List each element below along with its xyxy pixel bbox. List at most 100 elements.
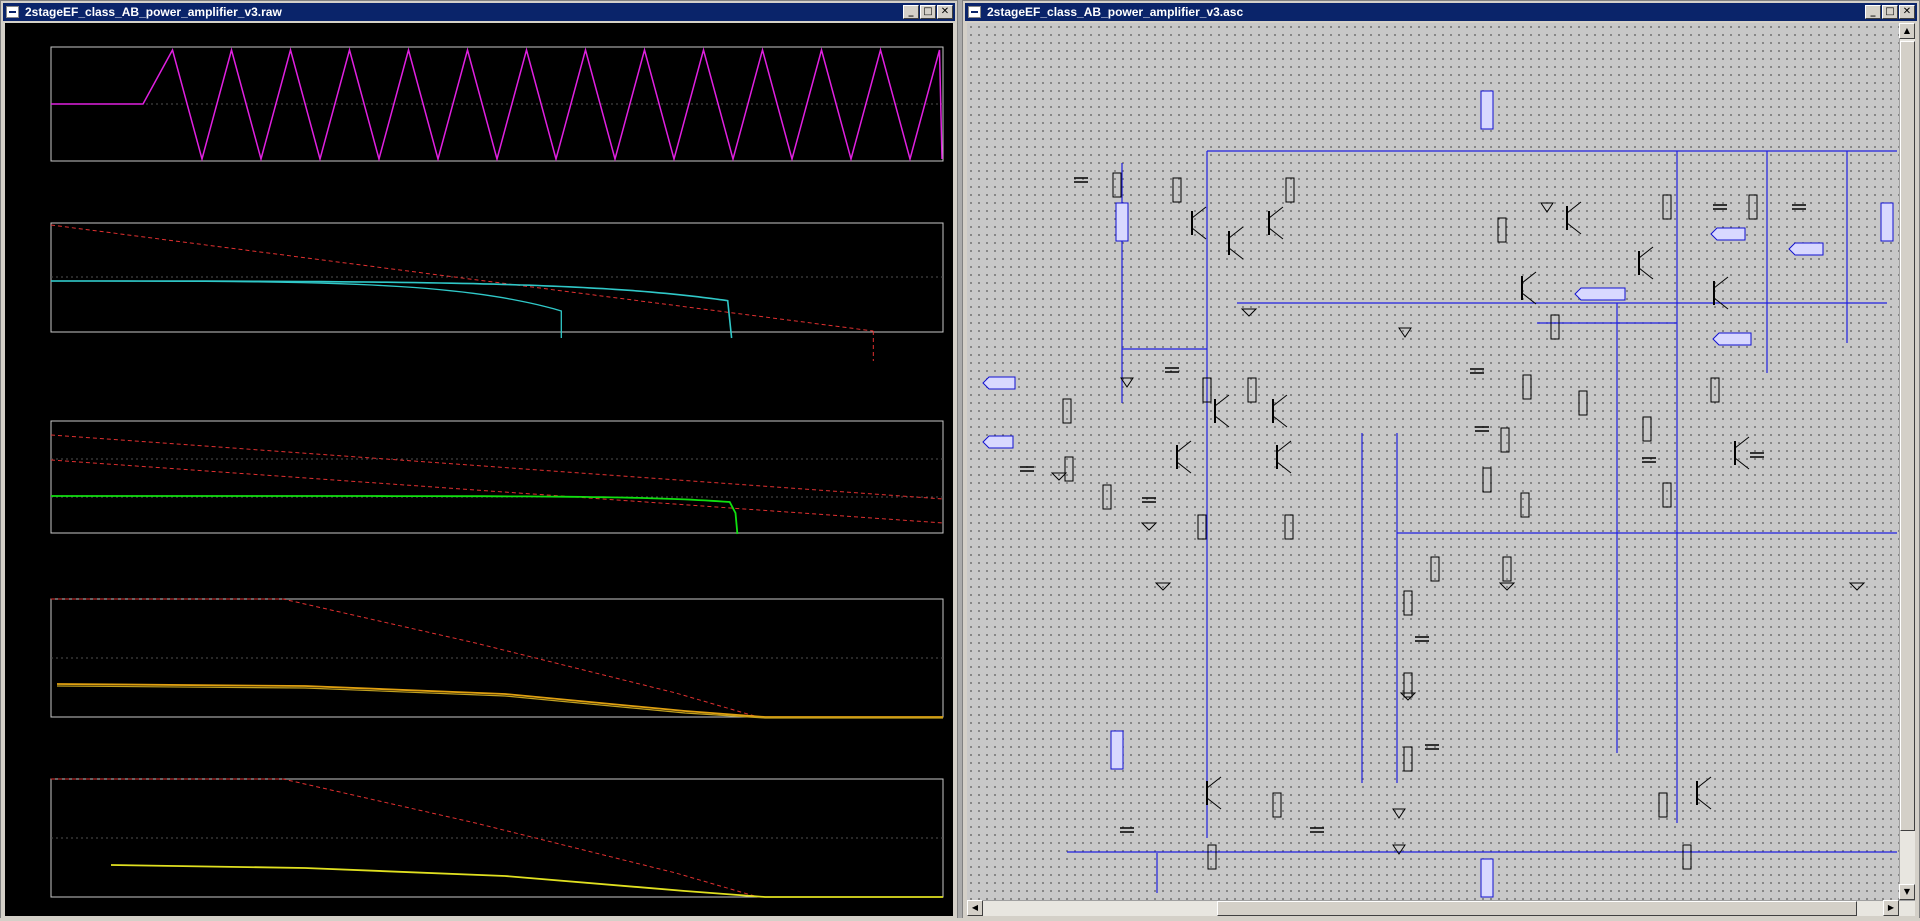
schematic-drawing xyxy=(982,90,1897,898)
close-button[interactable]: ✕ xyxy=(1899,5,1915,19)
vmix-label-flag xyxy=(982,376,1016,390)
scroll-right-arrow-icon[interactable]: ▶ xyxy=(1883,900,1899,916)
output-current-trace xyxy=(56,685,943,719)
close-button[interactable]: ✕ xyxy=(937,5,953,19)
schematic-window[interactable]: 2stageEF_class_AB_power_amplifier_v3.asc… xyxy=(962,0,1920,921)
transistor-symbol xyxy=(1206,797,1222,810)
resistor-symbol xyxy=(1284,514,1294,540)
resistor-symbol xyxy=(1502,556,1512,582)
transistor-symbol xyxy=(1191,206,1207,219)
ground-symbol xyxy=(1140,522,1158,531)
resistor-symbol xyxy=(1497,217,1507,243)
scroll-up-arrow-icon[interactable]: ▲ xyxy=(1899,23,1915,39)
plot2-frame xyxy=(50,420,944,534)
schematic-app-icon xyxy=(968,6,981,18)
pwrgnd-label-flag xyxy=(1574,287,1626,301)
load-current-trace xyxy=(51,47,943,162)
vertical-scroll-thumb[interactable] xyxy=(1900,41,1915,831)
transistor-symbol xyxy=(1276,440,1292,453)
transistor-symbol xyxy=(1521,292,1537,305)
transistor-symbol xyxy=(1734,457,1750,470)
resistor-symbol xyxy=(1662,482,1672,508)
resistor-symbol xyxy=(1710,377,1720,403)
resistor-symbol xyxy=(1403,672,1413,698)
resistor-symbol xyxy=(1578,390,1588,416)
ground-symbol xyxy=(1240,308,1258,317)
pwrgnd-label-flag xyxy=(1880,202,1894,242)
output-current-trace xyxy=(56,683,943,718)
horizontal-scrollbar[interactable]: ◀ ▶ xyxy=(967,900,1915,916)
transistor-symbol xyxy=(1191,227,1207,240)
transistor-symbol xyxy=(1638,267,1654,280)
waveform-title: 2stageEF_class_AB_power_amplifier_v3.raw xyxy=(25,5,282,19)
bottom-edge xyxy=(0,918,1920,921)
resistor-symbol xyxy=(1272,792,1282,818)
resistor-symbol xyxy=(1112,172,1122,198)
resistor-symbol xyxy=(1207,844,1217,870)
resistor-symbol xyxy=(1202,377,1212,403)
schematic-canvas[interactable]: ▲ ▼ ◀ ▶ xyxy=(967,23,1915,916)
resistor-symbol xyxy=(1064,456,1074,482)
minimize-button[interactable]: _ xyxy=(1865,5,1881,19)
transistor-symbol xyxy=(1268,227,1284,240)
soa-limit-line xyxy=(50,224,874,332)
transistor-symbol xyxy=(1206,776,1222,789)
transistor-symbol xyxy=(1696,776,1712,789)
transistor-symbol xyxy=(1566,222,1582,235)
transistor-symbol xyxy=(1228,247,1244,260)
transistor-symbol xyxy=(1713,276,1729,289)
pos-rail-label-flag xyxy=(1480,90,1494,130)
driver-current-trace xyxy=(51,280,562,338)
soa-limit-line xyxy=(50,434,944,500)
transistor-symbol xyxy=(1734,436,1750,449)
output-current-trace xyxy=(110,864,943,898)
transistor-symbol xyxy=(1268,206,1284,219)
biash-label-flag xyxy=(1712,332,1752,346)
resistor-symbol xyxy=(1482,467,1492,493)
driver-current-trace xyxy=(51,280,733,339)
pos-rail-label-flag xyxy=(1110,730,1124,770)
transistor-symbol xyxy=(1566,201,1582,214)
resistor-symbol xyxy=(1102,484,1112,510)
ground-symbol xyxy=(1399,692,1417,701)
resistor-symbol xyxy=(1172,177,1182,203)
maximize-button[interactable]: □ xyxy=(920,5,936,19)
resistor-symbol xyxy=(1662,194,1672,220)
schematic-title: 2stageEF_class_AB_power_amplifier_v3.asc xyxy=(987,5,1244,19)
transistor-symbol xyxy=(1272,394,1288,407)
scroll-down-arrow-icon[interactable]: ▼ xyxy=(1899,884,1915,900)
resistor-symbol xyxy=(1682,844,1692,870)
transistor-symbol xyxy=(1638,246,1654,259)
schematic-titlebar[interactable]: 2stageEF_class_AB_power_amplifier_v3.asc xyxy=(965,3,1917,21)
waveform-window[interactable]: 2stageEF_class_AB_power_amplifier_v3.raw… xyxy=(0,0,958,921)
vas-current-trace xyxy=(51,495,739,535)
resistor-symbol xyxy=(1403,590,1413,616)
soa-limit-line xyxy=(50,459,944,524)
vertical-scrollbar[interactable]: ▲ ▼ xyxy=(1899,23,1915,900)
transistor-symbol xyxy=(1713,297,1729,310)
waveform-plot-area[interactable] xyxy=(5,23,953,916)
diode-symbol xyxy=(1398,327,1412,338)
waveform-plots xyxy=(50,46,944,898)
resistor-symbol xyxy=(1748,194,1758,220)
diode-symbol xyxy=(1540,202,1554,213)
scroll-left-arrow-icon[interactable]: ◀ xyxy=(967,900,983,916)
transistor-symbol xyxy=(1696,797,1712,810)
maximize-button[interactable]: □ xyxy=(1882,5,1898,19)
diode-symbol xyxy=(1120,377,1134,388)
minimize-button[interactable]: _ xyxy=(903,5,919,19)
transistor-symbol xyxy=(1176,461,1192,474)
resistor-symbol xyxy=(1285,177,1295,203)
transistor-symbol xyxy=(1228,226,1244,239)
resistor-symbol xyxy=(1197,514,1207,540)
resistor-symbol xyxy=(1658,792,1668,818)
resistor-symbol xyxy=(1247,377,1257,403)
resistor-symbol xyxy=(1403,746,1413,772)
waveform-titlebar[interactable]: 2stageEF_class_AB_power_amplifier_v3.raw xyxy=(3,3,955,21)
resistor-symbol xyxy=(1642,416,1652,442)
waveform-app-icon xyxy=(6,6,19,18)
diode-symbol xyxy=(1392,844,1406,855)
resistor-symbol xyxy=(1500,427,1510,453)
vein-label-flag xyxy=(982,435,1014,449)
horizontal-scroll-thumb[interactable] xyxy=(1217,901,1857,916)
